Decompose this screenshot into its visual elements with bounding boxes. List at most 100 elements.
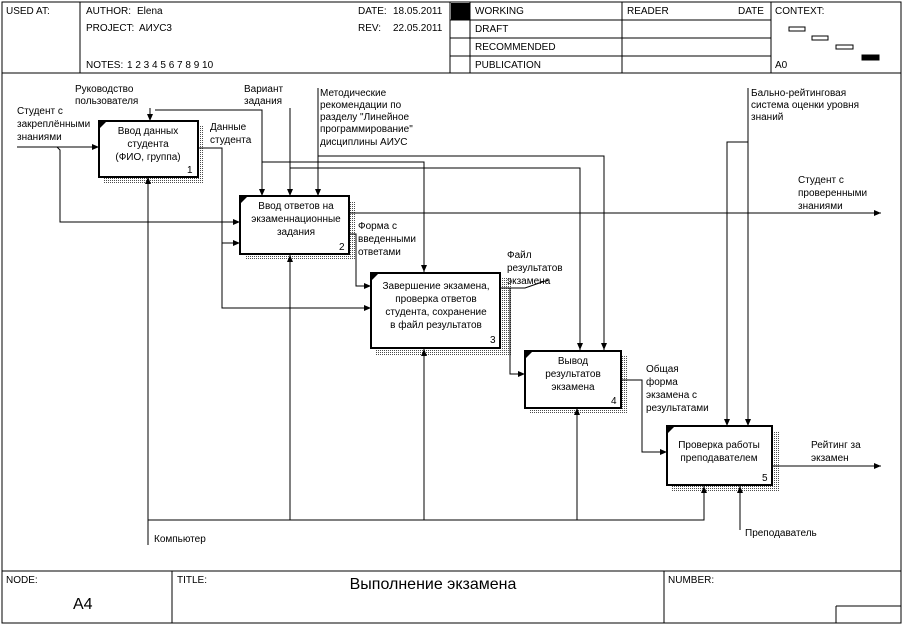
label-reiting-1: Рейтинг за	[811, 440, 861, 451]
label-student-out-2: проверенными	[798, 188, 867, 199]
label-student-out-1: Студент с	[798, 175, 844, 186]
author-label: AUTHOR:	[86, 6, 131, 17]
arrow-dannye-box3	[221, 243, 371, 311]
label-reiting-2: экзамен	[811, 453, 849, 464]
box-1-line-3: (ФИО, группа)	[115, 152, 180, 163]
rev-value: 22.05.2011	[393, 23, 443, 34]
date-value: 18.05.2011	[393, 6, 443, 17]
box-3-line-1: Завершение экзамена,	[383, 281, 490, 292]
box-3-number: 3	[490, 335, 496, 346]
arrow-metod-box3	[262, 161, 427, 272]
working-status-marker	[451, 3, 470, 20]
label-variant-1: Вариант	[244, 84, 283, 95]
context-label: CONTEXT:	[775, 6, 824, 17]
notes-value: 1 2 3 4 5 6 7 8 9 10	[127, 60, 214, 71]
node-label: NODE:	[6, 575, 38, 586]
box-3-line-2: проверка ответов	[395, 294, 477, 305]
label-ball-2: система оценки уровня	[751, 100, 859, 111]
label-forma-3: ответами	[358, 247, 401, 258]
label-student-in-3: знаниями	[17, 132, 62, 143]
diagram-title: Выполнение экзамена	[350, 576, 517, 593]
box-2: Ввод ответов на экзаменнационные задания…	[239, 195, 355, 260]
box-4-line-3: экзамена	[551, 382, 595, 393]
box-3: Завершение экзамена, проверка ответов ст…	[370, 272, 511, 355]
node-value: A4	[73, 596, 93, 613]
status-draft: DRAFT	[475, 24, 508, 35]
box-2-line-3: задания	[277, 227, 315, 238]
date-label: DATE:	[358, 6, 387, 17]
box-2-line-2: экзаменнационные	[251, 214, 341, 225]
label-fail-3: экзамена	[507, 276, 551, 287]
arrow-dannye	[198, 147, 240, 246]
reader-label: READER	[627, 6, 669, 17]
arrow-obshaya	[621, 379, 667, 455]
label-variant-2: задания	[244, 96, 282, 107]
context-node: A0	[775, 60, 788, 71]
box-5-line-1: Проверка работы	[678, 439, 760, 451]
box-2-number: 2	[339, 242, 345, 253]
reader-date-label: DATE	[738, 6, 764, 17]
label-obshaya-4: результатами	[646, 403, 709, 414]
label-student-in-2: закреплёнными	[17, 119, 90, 130]
arrow-labels: Студент с закреплёнными знаниями Руковод…	[17, 84, 867, 545]
label-forma-1: Форма с	[358, 221, 397, 232]
title-label: TITLE:	[177, 575, 207, 586]
status-recommended: RECOMMENDED	[475, 42, 556, 53]
author-value: Elena	[137, 6, 163, 17]
box-4: Вывод результатов экзамена 4	[524, 350, 628, 414]
rev-label: REV:	[358, 23, 381, 34]
box-2-line-1: Ввод ответов на	[258, 201, 334, 212]
footer	[2, 570, 901, 623]
label-metod-3: разделу "Линейное	[320, 112, 410, 123]
box-3-line-4: в файл результатов	[390, 319, 482, 331]
arrow-student-to-box2	[56, 146, 240, 225]
label-fail-2: результатов	[507, 263, 563, 274]
label-obshaya-2: форма	[646, 376, 678, 388]
box-5-number: 5	[762, 473, 768, 484]
label-forma-2: введенными	[358, 234, 416, 245]
label-metod-4: программирование"	[320, 124, 413, 135]
arrow-komputer-bus	[148, 486, 707, 521]
status-publication: PUBLICATION	[475, 60, 541, 71]
label-student-out-3: знаниями	[798, 201, 843, 212]
box-4-number: 4	[611, 396, 617, 407]
arrow-rukovodstvo-branch	[155, 109, 265, 196]
activity-boxes: Ввод данных студента (ФИО, группа) 1 Вво…	[98, 120, 780, 492]
label-dannye-2: студента	[210, 135, 252, 146]
project-value: АИУС3	[139, 23, 172, 34]
context-diagram	[788, 26, 880, 61]
notes-label: NOTES:	[86, 60, 123, 71]
label-ball-1: Бально-рейтинговая	[751, 88, 846, 99]
label-rukovodstvo-2: пользователя	[75, 96, 138, 107]
box-5: Проверка работы преподавателем 5	[666, 425, 780, 492]
box-1-number: 1	[187, 165, 193, 176]
label-rukovodstvo-1: Руководство	[75, 84, 134, 95]
label-metod-1: Методические	[320, 88, 387, 99]
number-label: NUMBER:	[668, 575, 714, 586]
box-1-line-2: студента	[127, 139, 169, 150]
used-at-label: USED AT:	[6, 6, 50, 17]
box-4-line-2: результатов	[545, 369, 601, 380]
label-obshaya-3: экзамена с	[646, 390, 697, 401]
label-prepod: Преподаватель	[745, 528, 817, 539]
label-komputer: Компьютер	[154, 534, 206, 545]
label-ball-3: знаний	[751, 112, 783, 123]
label-fail-1: Файл	[507, 250, 532, 261]
arrow-metod-branch	[318, 155, 607, 350]
box-5-line-2: преподавателем	[680, 453, 757, 464]
label-student-in-1: Студент с	[17, 106, 63, 117]
box-4-line-1: Вывод	[558, 356, 588, 367]
arrow-variant-branch	[290, 167, 583, 350]
label-metod-2: рекомендации по	[320, 100, 402, 111]
box-1: Ввод данных студента (ФИО, группа) 1	[98, 120, 204, 183]
box-3-line-3: студента, сохранение	[385, 307, 487, 318]
label-metod-5: дисциплины АИУС	[320, 137, 408, 148]
arrow-ball-branch	[724, 141, 748, 426]
label-obshaya-1: Общая	[646, 363, 679, 375]
label-dannye-1: Данные	[210, 122, 247, 133]
box-1-line-1: Ввод данных	[118, 126, 178, 137]
status-working: WORKING	[475, 6, 524, 17]
project-label: PROJECT:	[86, 23, 134, 34]
